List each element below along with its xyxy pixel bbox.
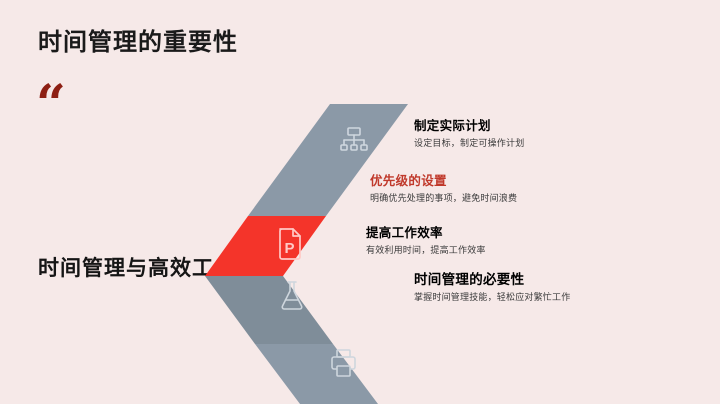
- chevron-band-4[interactable]: [255, 344, 408, 404]
- presentation-file-icon: P: [279, 228, 301, 260]
- list-item: 制定实际计划 设定目标，制定可操作计划: [414, 119, 524, 149]
- chevron-infographic: P: [205, 104, 408, 404]
- item-heading: 时间管理的必要性: [414, 272, 525, 287]
- item-description: 设定目标，制定可操作计划: [414, 137, 525, 148]
- org-chart-icon: [340, 127, 368, 151]
- slide-subtitle: 时间管理与高效工作: [38, 257, 236, 280]
- item-heading: 优先级的设置: [370, 174, 447, 188]
- quote-mark-icon: “: [36, 74, 66, 135]
- list-item: 时间管理的必要性 掌握时间管理技能，轻松应对繁忙工作: [414, 272, 570, 303]
- item-description: 掌握时间管理技能，轻松应对繁忙工作: [414, 291, 571, 302]
- page-title: 时间管理的重要性: [38, 29, 238, 56]
- printer-icon: [331, 349, 356, 377]
- svg-text:P: P: [285, 240, 295, 257]
- list-item: 优先级的设置 明确优先处理的事项，避免时间浪费: [370, 174, 517, 204]
- chevron-band-2[interactable]: P: [205, 216, 326, 276]
- item-description: 明确优先处理的事项，避免时间浪费: [370, 192, 518, 203]
- list-item: 提高工作效率 有效利用时间，提高工作效率: [366, 226, 486, 256]
- flask-icon: [281, 281, 303, 310]
- chevron-band-3[interactable]: [205, 276, 333, 344]
- item-description: 有效利用时间，提高工作效率: [366, 244, 486, 255]
- item-heading: 制定实际计划: [414, 119, 491, 133]
- chevron-band-1[interactable]: [248, 104, 408, 216]
- item-heading: 提高工作效率: [366, 226, 443, 240]
